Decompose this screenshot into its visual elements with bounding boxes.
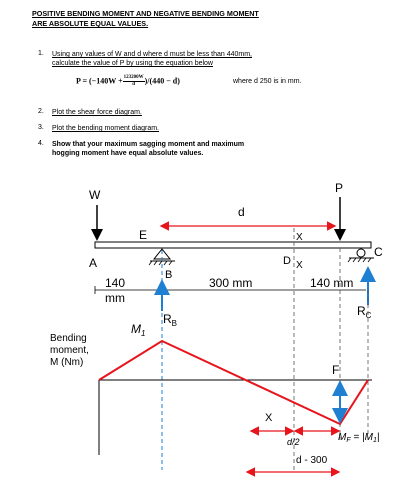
label-w: W: [89, 188, 101, 202]
label-mf-equation: MF = |M1|: [338, 432, 379, 444]
label-rc-main: R: [357, 304, 366, 318]
label-rc: RC: [357, 304, 372, 320]
label-x-mid: X: [296, 260, 303, 271]
label-mf-end: |: [377, 432, 380, 443]
label-x-bottom: X: [265, 412, 273, 424]
beam: [94, 241, 372, 249]
label-300mm: 300 mm: [209, 276, 252, 290]
task-3-number: 3.: [38, 124, 44, 131]
label-a: A: [89, 256, 97, 270]
fraction-denominator: d: [132, 82, 136, 87]
fraction-numerator: 123200W: [122, 75, 145, 82]
task-3-line-1: Plot the bending moment diagram.: [52, 125, 160, 132]
label-m1-sub: 1: [141, 329, 145, 338]
label-rb-sub: B: [172, 319, 177, 328]
label-140mm-right: 140 mm: [310, 276, 353, 290]
bm-axis-label-1: Bending: [50, 333, 87, 344]
label-rb-main: R: [163, 312, 172, 326]
task-2-line-1: Plot the shear force diagram.: [52, 109, 142, 116]
bm-axis-label-3: M (Nm): [50, 357, 83, 368]
label-d-point: D: [283, 255, 291, 267]
page-title-line-2: ARE ABSOLUTE EQUAL VALUES.: [32, 19, 149, 28]
label-mf-rhs: = |M: [351, 432, 374, 443]
label-mm-left: mm: [105, 291, 125, 305]
support-c-hatch: [347, 257, 372, 263]
equation-rhs: )/(440 − d): [144, 76, 180, 86]
task-1-number: 1.: [38, 50, 44, 57]
task-4-line-1: Show that your maximum sagging moment an…: [52, 140, 244, 149]
label-140-left: 140: [105, 276, 125, 290]
label-mf-sub: F: [346, 437, 351, 444]
task-2-number: 2.: [38, 108, 44, 115]
label-m1: M1: [131, 322, 145, 338]
label-mf-main: M: [338, 432, 347, 443]
label-d: d: [238, 205, 245, 219]
label-e: E: [139, 228, 147, 242]
task-1-line-2: calculate the value of P by using the eq…: [52, 60, 213, 67]
label-d-minus-300: d - 300: [296, 455, 328, 466]
support-c-roller: [356, 248, 366, 258]
label-c: C: [374, 245, 383, 259]
label-p: P: [335, 181, 343, 195]
label-rc-sub: C: [366, 311, 372, 320]
label-d-half: d/2: [287, 437, 300, 447]
label-f: F: [332, 363, 339, 377]
task-4-number: 4.: [38, 140, 44, 147]
label-rb: RB: [163, 312, 177, 328]
label-b: B: [165, 269, 172, 281]
label-mf-rhs-sub: 1: [373, 437, 377, 444]
task-4-line-2: hogging moment have equal absolute value…: [52, 150, 204, 157]
bm-axis-label-2: moment,: [50, 345, 89, 356]
task-1-line-1: Using any values of W and d where d must…: [52, 51, 252, 58]
label-x-top: X: [296, 232, 303, 243]
task-4-line-1-text: Show that your maximum sagging moment an…: [52, 141, 245, 148]
bm-diagram-line: [98, 339, 369, 426]
support-b-hatch: [148, 260, 173, 266]
equation-where-note: where d 250 is in mm.: [233, 78, 302, 85]
label-m1-main: M: [131, 322, 141, 336]
equation-lhs: P = (−140W +: [76, 76, 123, 86]
page-title-line-1: POSITIVE BENDING MOMENT AND NEGATIVE BEN…: [32, 9, 259, 18]
